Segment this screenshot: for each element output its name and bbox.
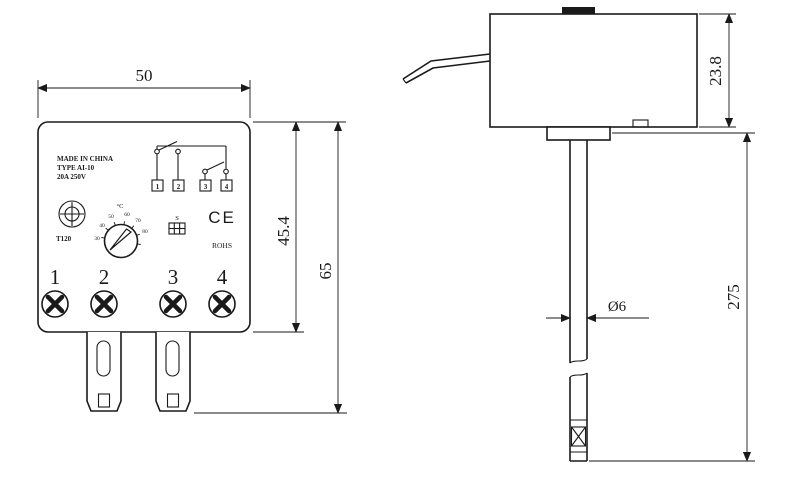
terminal-number-1: 1: [50, 265, 61, 289]
front-view: 50 MADE IN CHINA TYPE AI-10 20A 250V 1 2…: [37, 66, 347, 414]
product-labels: MADE IN CHINA TYPE AI-10 20A 250V: [57, 155, 113, 181]
circuit-terminal-2: 2: [177, 183, 181, 191]
thermostat-front-body: [37, 121, 251, 333]
dimension-total-height: 65: [194, 121, 347, 414]
circuit-terminal-3: 3: [204, 183, 208, 191]
dimension-side-body-width: 23.8: [699, 13, 736, 128]
dimension-width-50: 50: [37, 66, 251, 118]
screw-icon: [159, 290, 187, 318]
dim-body-height-label: 45.4: [274, 216, 293, 246]
mounting-flange: [546, 126, 611, 141]
rohs-label: ROHS: [212, 241, 232, 250]
dial-label-40: 40: [99, 223, 105, 229]
probe-break-line: [569, 372, 588, 378]
terminal-screws: [41, 290, 236, 318]
spade-terminal: [155, 332, 191, 412]
ce-mark: CE: [208, 208, 236, 227]
spade-terminals: [86, 332, 191, 412]
terminal-numbers: 1 2 3 4: [50, 265, 228, 289]
terminal-number-2: 2: [99, 265, 110, 289]
dim-width-label: 50: [136, 66, 153, 85]
dimension-probe-diameter: Ø6: [546, 299, 649, 323]
circuit-terminal-1: 1: [156, 183, 160, 191]
sensor-bulb: [570, 426, 587, 447]
dim-side-body-width-label: 23.8: [706, 56, 725, 86]
dial-label-70: 70: [135, 218, 141, 224]
circuit-terminal-4: 4: [225, 183, 229, 191]
adjustment-screw-icon: T120: [56, 200, 86, 243]
terminal-number-4: 4: [217, 265, 228, 289]
capillary-probe: [569, 140, 588, 462]
dim-probe-length-label: 275: [724, 284, 743, 310]
temperature-dial: 30 40 50 60 70 80 °C: [94, 203, 148, 259]
dial-label-80: 80: [142, 229, 148, 235]
thermal-code-label: T120: [56, 235, 72, 243]
screw-icon: [208, 290, 236, 318]
sensor-label: S: [175, 215, 179, 222]
circuit-diagram: 1 2 3 4: [151, 141, 233, 192]
thermostat-side-body: [489, 13, 698, 128]
dimension-probe-length: 275: [589, 132, 755, 462]
dial-label-60: 60: [124, 212, 130, 218]
type-label: TYPE AI-10: [57, 164, 95, 172]
side-view: 23.8 Ø6 275: [402, 7, 755, 462]
dial-label-30: 30: [94, 236, 100, 242]
probe-break-line: [569, 358, 588, 364]
top-tab: [562, 7, 595, 15]
screw-icon: [90, 290, 118, 318]
rating-label: 20A 250V: [57, 173, 86, 181]
dial-label-50: 50: [108, 214, 114, 220]
spade-terminal: [86, 332, 122, 412]
screw-icon: [41, 290, 69, 318]
terminal-number-3: 3: [168, 265, 179, 289]
dial-pointer-icon: [109, 228, 132, 251]
mounting-lever: [402, 53, 491, 84]
made-in-label: MADE IN CHINA: [57, 155, 113, 163]
dial-unit-label: °C: [117, 203, 124, 210]
dim-probe-diameter-label: Ø6: [608, 299, 627, 315]
dim-total-height-label: 65: [316, 263, 335, 280]
side-body-detail: [632, 119, 649, 128]
sensor-symbol: S: [168, 215, 186, 235]
dimension-body-height: 45.4: [253, 121, 346, 333]
